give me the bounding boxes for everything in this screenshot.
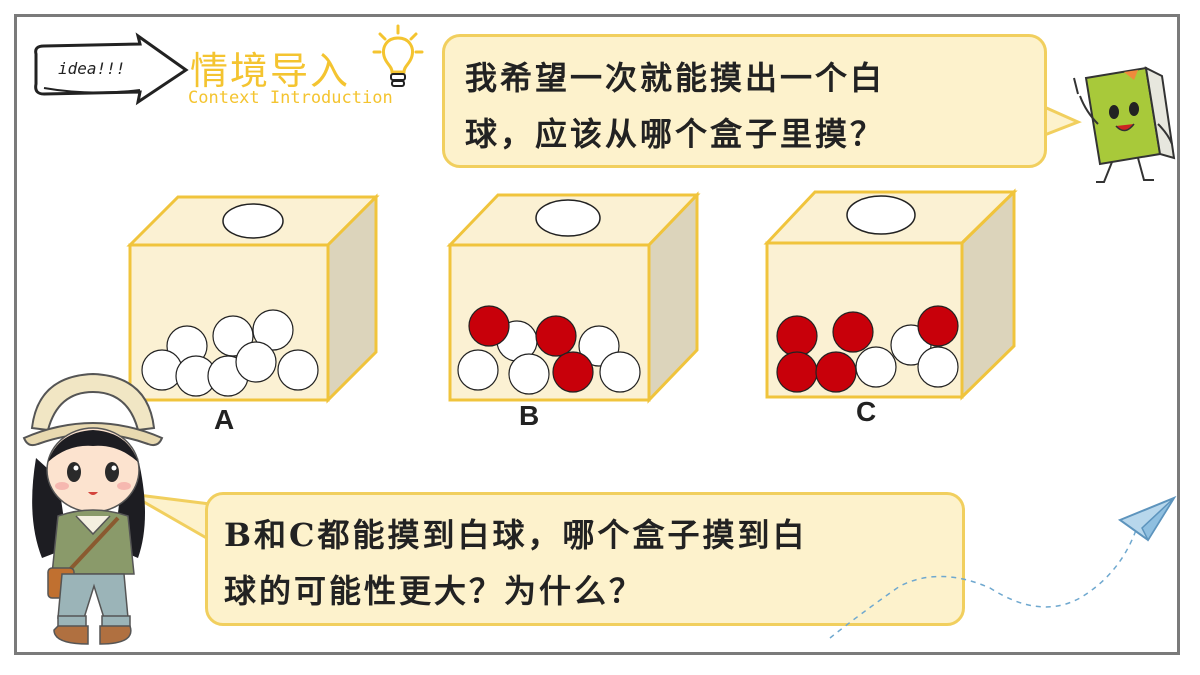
speech-top-line-1: 我希望一次就能摸出一个白: [465, 59, 886, 97]
box-label-b: B: [519, 400, 540, 431]
speech-bubble-bottom: B和C都能摸到白球，哪个盒子摸到白 球的可能性更大？为什么？: [205, 492, 965, 626]
paper-plane-icon: [829, 495, 1177, 639]
speech-bottom-line-2: 球的可能性更大？为什么？: [224, 572, 645, 610]
box-label-a: A: [214, 404, 235, 435]
box-a: [126, 193, 380, 404]
section-title-en: Context Introduction: [188, 88, 393, 108]
section-title-cn: 情境导入: [190, 49, 351, 93]
box-label-c: C: [856, 396, 877, 427]
book-mascot-icon: [1073, 66, 1176, 183]
speech-bottom-line-1: B和C都能摸到白球，哪个盒子摸到白: [224, 516, 808, 554]
box-b: [446, 191, 701, 404]
girl-explorer-icon: [22, 372, 164, 645]
speech-top-line-2: 球，应该从哪个盒子里摸？: [465, 115, 886, 153]
arrow-badge-icon: idea!!!: [34, 32, 189, 106]
idea-badge-text: idea!!!: [58, 59, 125, 78]
speech-bubble-top: 我希望一次就能摸出一个白 球，应该从哪个盒子里摸？: [442, 34, 1047, 168]
lightbulb-icon: [372, 24, 424, 87]
box-c: [763, 188, 1018, 401]
